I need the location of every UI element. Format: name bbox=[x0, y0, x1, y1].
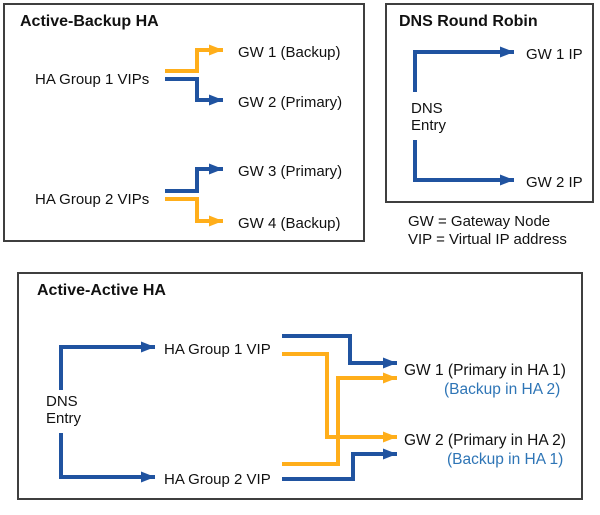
gw-1-backup-sublabel: (Backup in HA 2) bbox=[444, 381, 561, 398]
active-active-ha-panel: Active-Active HA DNS Entry HA Group 1 VI… bbox=[17, 272, 583, 500]
dns-entry-label: DNS Entry bbox=[411, 100, 446, 134]
ha-group-1-vip-label: HA Group 1 VIP bbox=[164, 341, 271, 358]
dns-round-robin-title: DNS Round Robin bbox=[399, 13, 538, 30]
ha-group-2-vip-label: HA Group 2 VIP bbox=[164, 471, 271, 488]
gw-1-ip-label: GW 1 IP bbox=[526, 46, 583, 63]
legend: GW = Gateway Node VIP = Virtual IP addre… bbox=[408, 213, 567, 248]
ha-group-2-vips-label: HA Group 2 VIPs bbox=[35, 191, 150, 208]
dns-entry-line2: Entry bbox=[46, 410, 82, 427]
active-active-ha-title: Active-Active HA bbox=[37, 282, 166, 299]
active-backup-ha-panel: Active-Backup HA HA Group 1 VIPs GW 1 (B… bbox=[3, 3, 365, 242]
legend-line-vip: VIP = Virtual IP address bbox=[408, 230, 567, 248]
gw-2-primary-label: GW 2 (Primary in HA 2) bbox=[404, 432, 566, 449]
ha-group-1-vips-label: HA Group 1 VIPs bbox=[35, 71, 150, 88]
gw-2-primary-label: GW 2 (Primary) bbox=[238, 94, 343, 111]
dns-entry-line2: Entry bbox=[411, 117, 447, 134]
dns-entry-line1: DNS bbox=[411, 100, 443, 117]
dns-round-robin-panel: DNS Round Robin DNS Entry GW 1 IP GW 2 I… bbox=[385, 3, 594, 203]
dns-entry-label: DNS Entry bbox=[46, 393, 81, 427]
legend-line-gw: GW = Gateway Node bbox=[408, 213, 551, 230]
gw-2-ip-label: GW 2 IP bbox=[526, 174, 583, 191]
gw-1-primary-label: GW 1 (Primary in HA 1) bbox=[404, 362, 566, 379]
gw-1-backup-label: GW 1 (Backup) bbox=[238, 44, 341, 61]
dns-entry-line1: DNS bbox=[46, 393, 78, 410]
gw-3-primary-label: GW 3 (Primary) bbox=[238, 163, 343, 180]
gw-2-backup-sublabel: (Backup in HA 1) bbox=[447, 451, 564, 468]
active-backup-ha-title: Active-Backup HA bbox=[20, 13, 159, 30]
gw-4-backup-label: GW 4 (Backup) bbox=[238, 215, 341, 232]
